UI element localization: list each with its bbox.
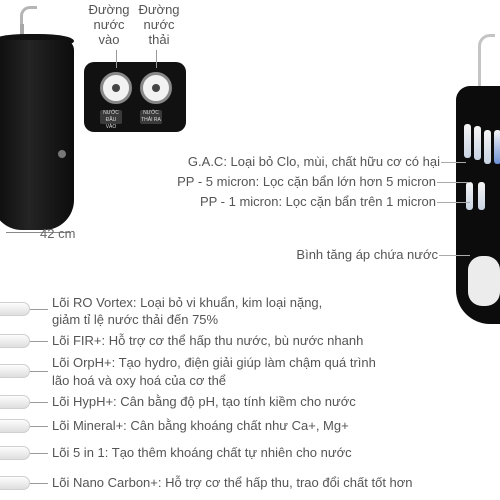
faucet-right	[478, 34, 495, 89]
dimension-line	[6, 232, 70, 233]
core-text-line1: Lõi OrpH+: Tạo hydro, điện giải giúp làm…	[52, 355, 376, 370]
leader-line	[30, 402, 48, 403]
dimension-label: 42 cm	[40, 226, 76, 241]
filter-core-icon	[0, 302, 30, 316]
core-text-line2: giảm tỉ lệ nước thải đến 75%	[52, 312, 219, 327]
purifier-left-body	[0, 40, 74, 230]
core-text-line1: Lõi FIR+: Hỗ trợ cơ thể hấp thu nước, bù…	[52, 333, 364, 348]
inlet-port-icon	[100, 72, 132, 104]
filter-cartridge	[484, 130, 491, 164]
core-text-line1: Lõi HypH+: Cân bằng độ pH, tạo tính kiềm…	[52, 394, 356, 409]
pressure-tank	[468, 256, 500, 306]
waste-label: Đường nước thải	[138, 2, 180, 47]
callout-line	[441, 162, 466, 163]
leader-line	[30, 426, 48, 427]
waste-port-icon	[140, 72, 172, 104]
filter-cartridge	[494, 130, 500, 164]
callout-tank: Bình tăng áp chứa nước	[296, 247, 438, 262]
leader-line	[30, 309, 48, 310]
filter-cartridge	[478, 182, 485, 210]
leader-line	[30, 483, 48, 484]
core-text-line2: lão hoá và oxy hoá của cơ thể	[52, 373, 227, 388]
filter-core-icon	[0, 395, 30, 409]
callout-pp1: PP - 1 micron: Lọc cặn bẩn trên 1 micron	[199, 194, 436, 209]
filter-core-icon	[0, 476, 30, 490]
callout-line	[437, 182, 470, 183]
callout-pp5: PP - 5 micron: Lọc cặn bẩn lớn hơn 5 mic…	[177, 174, 436, 189]
filter-core-icon	[0, 364, 30, 378]
waste-pointer	[156, 50, 157, 68]
callout-line	[439, 255, 470, 256]
inlet-pointer	[116, 50, 117, 68]
filter-cartridge	[474, 126, 481, 160]
filter-cartridge	[466, 182, 473, 210]
core-text-line1: Lõi RO Vortex: Loại bỏ vi khuẩn, kim loạ…	[52, 295, 323, 310]
connector-panel: NƯỚC ĐẦU VÀO NƯỚC THẢI RA	[84, 50, 186, 132]
leader-line	[30, 341, 48, 342]
core-text-line1: Lõi 5 in 1: Tạo thêm khoáng chất tự nhiê…	[52, 445, 352, 460]
core-text-line1: Lõi Mineral+: Cân bằng khoáng chất như C…	[52, 418, 349, 433]
inlet-label: Đường nước vào	[88, 2, 130, 47]
leader-line	[30, 453, 48, 454]
filter-cartridge	[464, 124, 471, 158]
waste-plate: NƯỚC THẢI RA	[140, 110, 162, 124]
leader-line	[30, 371, 48, 372]
filter-core-icon	[0, 446, 30, 460]
filter-core-icon	[0, 419, 30, 433]
side-valve-icon	[58, 150, 66, 158]
filter-core-icon	[0, 334, 30, 348]
core-text-line1: Lõi Nano Carbon+: Hỗ trợ cơ thể hấp thu,…	[52, 475, 413, 490]
faucet-stem	[20, 24, 24, 42]
purifier-right-body	[456, 86, 500, 324]
callout-line	[437, 202, 470, 203]
inlet-plate: NƯỚC ĐẦU VÀO	[100, 110, 122, 130]
callout-gac: G.A.C: Loại bỏ Clo, mùi, chất hữu cơ có …	[187, 154, 440, 169]
